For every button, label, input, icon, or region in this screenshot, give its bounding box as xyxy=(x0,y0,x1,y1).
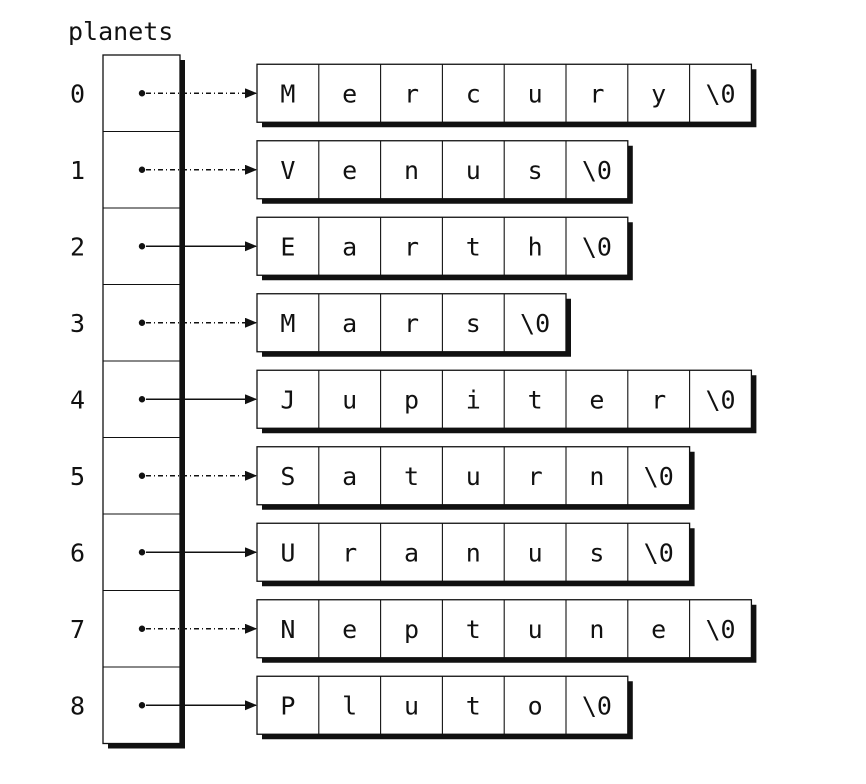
char-cell: E xyxy=(280,232,295,261)
array-name-label: planets xyxy=(68,17,173,46)
char-cell: e xyxy=(342,79,357,108)
array-index-label: 3 xyxy=(70,309,85,338)
char-cell: N xyxy=(280,615,295,644)
char-cell: S xyxy=(280,462,295,491)
char-cell: \0 xyxy=(705,385,735,414)
char-cell: u xyxy=(528,615,543,644)
char-cell: J xyxy=(280,385,295,414)
char-cell: U xyxy=(280,538,295,567)
char-cell: n xyxy=(589,615,604,644)
char-cell: u xyxy=(466,462,481,491)
array-index-label: 2 xyxy=(70,232,85,261)
string-array-frame xyxy=(256,446,691,506)
string-array-frame xyxy=(256,522,691,582)
char-cell: \0 xyxy=(582,156,612,185)
char-cell: s xyxy=(466,309,481,338)
char-cell: \0 xyxy=(705,79,735,108)
char-cell: u xyxy=(342,385,357,414)
char-cell: s xyxy=(528,156,543,185)
char-cell: \0 xyxy=(582,691,612,720)
pointer-dot xyxy=(138,549,146,556)
array-index-label: 4 xyxy=(70,385,85,414)
char-cell: a xyxy=(342,462,357,491)
char-cell: s xyxy=(589,538,604,567)
char-cell: u xyxy=(528,538,543,567)
char-cell: t xyxy=(466,691,481,720)
char-cell: V xyxy=(280,156,295,185)
array-index-label: 6 xyxy=(70,538,85,567)
char-cell: M xyxy=(280,309,295,338)
char-cell: t xyxy=(404,462,419,491)
char-cell: r xyxy=(404,309,419,338)
char-cell: o xyxy=(528,691,543,720)
char-cell: a xyxy=(342,309,357,338)
array-index-label: 0 xyxy=(70,79,85,108)
char-cell: r xyxy=(342,538,357,567)
char-cell: u xyxy=(528,79,543,108)
char-cell: t xyxy=(466,615,481,644)
pointer-dot xyxy=(138,702,146,709)
char-cell: e xyxy=(651,615,666,644)
char-cell: a xyxy=(342,232,357,261)
char-cell: t xyxy=(528,385,543,414)
char-cell: \0 xyxy=(644,538,674,567)
char-cell: \0 xyxy=(644,462,674,491)
char-cell: u xyxy=(466,156,481,185)
string-array-frame xyxy=(256,293,567,353)
char-cell: a xyxy=(404,538,419,567)
char-cell: u xyxy=(404,691,419,720)
char-cell: h xyxy=(528,232,543,261)
char-cell: y xyxy=(651,79,666,108)
char-cell: r xyxy=(528,462,543,491)
char-cell: \0 xyxy=(520,309,550,338)
char-cell: l xyxy=(342,691,357,720)
char-cell: r xyxy=(651,385,666,414)
array-index-label: 7 xyxy=(70,615,85,644)
char-cell: M xyxy=(280,79,295,108)
char-cell: i xyxy=(466,385,481,414)
char-cell: n xyxy=(589,462,604,491)
pointer-dot xyxy=(138,166,146,173)
char-cell: n xyxy=(404,156,419,185)
pointer-dot xyxy=(138,90,146,97)
char-cell: e xyxy=(342,156,357,185)
char-cell: P xyxy=(280,691,295,720)
char-cell: e xyxy=(589,385,604,414)
char-cell: r xyxy=(404,232,419,261)
array-index-label: 5 xyxy=(70,462,85,491)
pointer-dot xyxy=(138,319,146,326)
char-cell: r xyxy=(404,79,419,108)
char-cell: e xyxy=(342,615,357,644)
char-cell: p xyxy=(404,385,419,414)
array-index-label: 8 xyxy=(70,691,85,720)
pointer-dot xyxy=(138,472,146,479)
char-cell: n xyxy=(466,538,481,567)
char-cell: c xyxy=(466,79,481,108)
char-cell: t xyxy=(466,232,481,261)
pointer-array: 0 1 2 3 4 5 6 7 8 xyxy=(70,54,257,749)
pointer-dot xyxy=(138,243,146,250)
pointer-dot xyxy=(138,625,146,632)
pointer-dot xyxy=(138,396,146,403)
char-cell: \0 xyxy=(582,232,612,261)
array-index-label: 1 xyxy=(70,156,85,185)
char-cell: p xyxy=(404,615,419,644)
char-cell: \0 xyxy=(705,615,735,644)
char-cell: r xyxy=(589,79,604,108)
